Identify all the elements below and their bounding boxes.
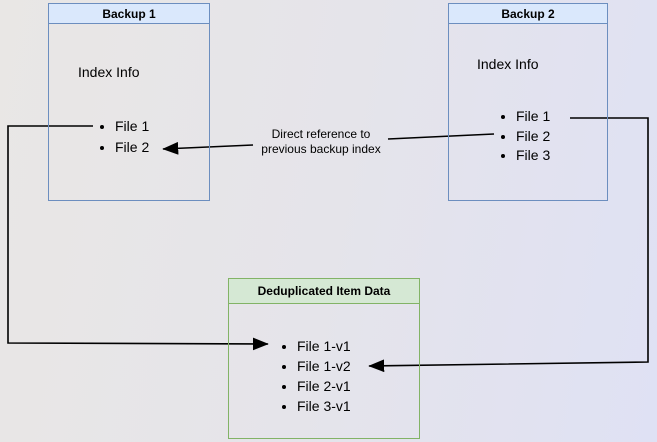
list-item: File 1 <box>516 107 550 127</box>
backup1-box: Backup 1 Index Info File 1 File 2 <box>48 3 210 201</box>
edge-annotation-line1: Direct reference to <box>271 127 371 141</box>
backup2-box: Backup 2 Index Info File 1 File 2 File 3 <box>448 3 608 201</box>
dedup-title: Deduplicated Item Data <box>257 284 391 298</box>
arrow-backup1-file1-to-dedup <box>7 125 269 351</box>
backup1-title: Backup 1 <box>102 6 156 21</box>
backup1-file-list: File 1 File 2 <box>98 116 149 158</box>
backup2-title: Backup 2 <box>501 6 555 21</box>
backup2-file-list: File 1 File 2 File 3 <box>499 107 550 166</box>
edge-annotation-label: Direct reference to previous backup inde… <box>240 127 402 156</box>
list-item: File 1 <box>115 116 149 137</box>
list-item: File 1-v2 <box>297 356 351 376</box>
backup1-header: Backup 1 <box>49 4 209 24</box>
list-item: File 3-v1 <box>297 396 351 416</box>
arrow-backup2-to-backup1-right-segment <box>387 133 495 140</box>
list-item: File 2 <box>115 137 149 158</box>
backup2-index-info-label: Index Info <box>477 56 539 72</box>
edge-annotation-line2: previous backup index <box>261 141 381 156</box>
arrow-backup2-file1-to-dedup <box>368 117 649 373</box>
list-item: File 3 <box>516 146 550 166</box>
arrow-backup2-to-backup1-left-segment <box>162 141 254 155</box>
list-item: File 2 <box>516 127 550 147</box>
backup2-header: Backup 2 <box>449 4 607 24</box>
dedup-box: Deduplicated Item Data File 1-v1 File 1-… <box>228 278 420 439</box>
dedup-file-list: File 1-v1 File 1-v2 File 2-v1 File 3-v1 <box>280 336 351 416</box>
backup1-index-info-label: Index Info <box>78 64 140 80</box>
list-item: File 2-v1 <box>297 376 351 396</box>
dedup-header: Deduplicated Item Data <box>229 279 419 304</box>
list-item: File 1-v1 <box>297 336 351 356</box>
